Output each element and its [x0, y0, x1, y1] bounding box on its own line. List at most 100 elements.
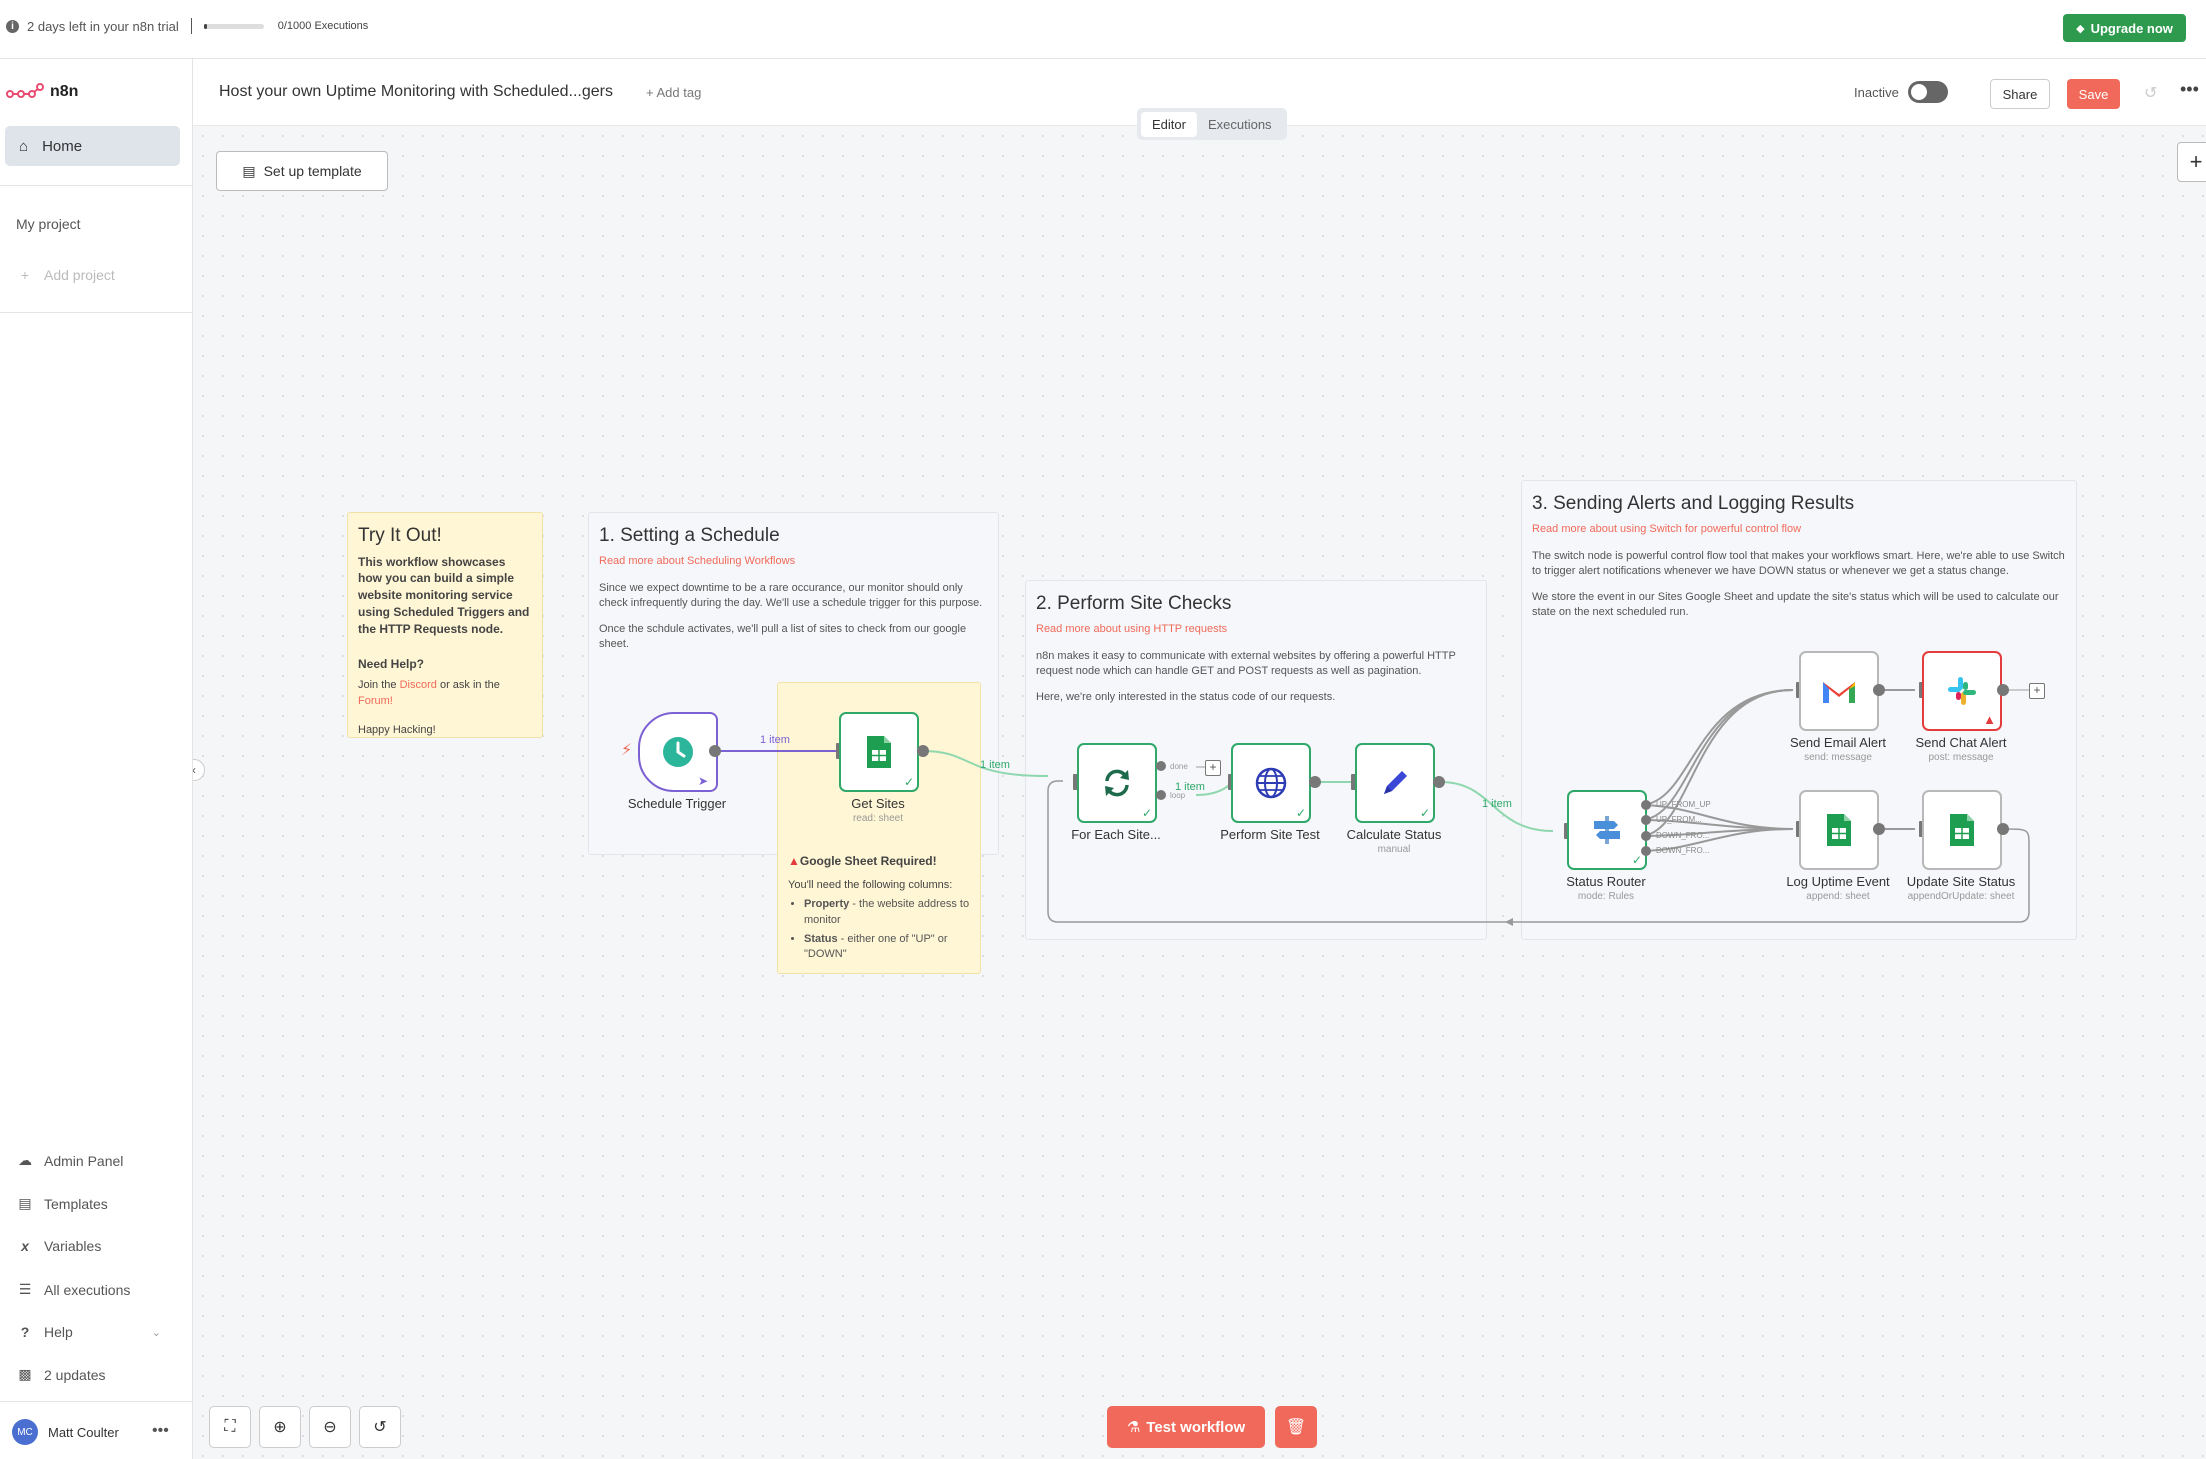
column-name: Property — [804, 898, 850, 911]
output-port[interactable] — [1873, 823, 1885, 835]
globe-icon — [1255, 767, 1287, 799]
add-node-plus-icon[interactable]: + — [2029, 683, 2045, 699]
edge-label-loop: loop — [1170, 791, 1186, 800]
output-port[interactable] — [1433, 776, 1445, 788]
node-label: Calculate Status — [1346, 827, 1442, 842]
edge-label: 1 item — [760, 734, 790, 746]
output-port[interactable] — [1997, 684, 2009, 696]
test-workflow-button[interactable]: ⚗ Test workflow — [1107, 1406, 1265, 1448]
output-port-loop[interactable] — [1156, 790, 1166, 800]
status-label: Inactive — [1854, 85, 1899, 100]
box-icon: ▤ — [242, 162, 256, 179]
node-status-router[interactable]: ✓ — [1567, 790, 1647, 870]
discord-link[interactable]: Discord — [399, 679, 437, 692]
edge-arrow — [1505, 918, 1513, 926]
sidebar-divider — [0, 1401, 192, 1402]
output-port[interactable] — [709, 745, 721, 757]
trial-info: i 2 days left in your n8n trial 0/1000 E… — [6, 18, 368, 34]
sidebar-item-help[interactable]: ? Help ⌄ — [16, 1324, 161, 1340]
sticky-note-try-it-out[interactable]: Try It Out! This workflow showcases how … — [347, 512, 543, 738]
tab-executions[interactable]: Executions — [1207, 116, 1272, 132]
zoom-out-icon[interactable]: ⊖ — [309, 1406, 351, 1448]
input-port — [1073, 774, 1078, 790]
divider — [190, 18, 192, 34]
more-options-icon[interactable]: ••• — [2180, 79, 2199, 99]
node-for-each-site[interactable]: ✓ — [1077, 743, 1157, 823]
upgrade-label: Upgrade now — [2090, 20, 2173, 36]
output-port-0[interactable] — [1641, 800, 1651, 810]
node-send-chat-alert[interactable]: ▲ — [1922, 651, 2002, 731]
gmail-icon — [1823, 682, 1855, 703]
workflow-canvas[interactable]: ▤ Set up template + ‹ Try It Out! This w… — [193, 126, 2206, 1459]
output-port-2[interactable] — [1641, 831, 1651, 841]
executions-progress — [203, 23, 264, 29]
reset-zoom-icon[interactable]: ↺ — [359, 1406, 401, 1448]
node-update-site-status[interactable] — [1922, 790, 2002, 870]
output-label: UP_FROM... — [1656, 815, 1702, 824]
output-port-1[interactable] — [1641, 815, 1651, 825]
sidebar-item-all-executions[interactable]: ☰ All executions — [16, 1281, 131, 1298]
node-subtitle: appendOrUpdate: sheet — [1907, 891, 2015, 902]
box-icon: ▤ — [18, 1195, 32, 1211]
success-check-icon: ✓ — [1295, 806, 1306, 820]
gem-icon: ◆ — [2076, 22, 2085, 35]
collapse-sidebar-icon[interactable]: ‹ — [193, 759, 205, 781]
zoom-in-icon[interactable]: ⊕ — [259, 1406, 301, 1448]
note-link[interactable]: Read more about using HTTP requests — [1036, 622, 1228, 635]
output-port[interactable] — [1997, 823, 2009, 835]
output-port-3[interactable] — [1641, 846, 1651, 856]
sidebar-item-templates[interactable]: ▤ Templates — [16, 1195, 107, 1212]
add-tag-button[interactable]: + Add tag — [646, 85, 702, 100]
sidebar-item-admin-panel[interactable]: ☁ Admin Panel — [16, 1152, 123, 1169]
add-project-button[interactable]: + Add project — [16, 267, 115, 283]
sidebar-item-my-project[interactable]: My project — [16, 216, 81, 232]
sidebar-item-label: Variables — [44, 1238, 102, 1254]
column-desc: - the website address to monitor — [804, 898, 970, 926]
setup-template-button[interactable]: ▤ Set up template — [216, 151, 388, 191]
add-node-button[interactable]: + — [2177, 142, 2206, 182]
history-icon[interactable]: ↺ — [2144, 85, 2158, 102]
input-port — [1796, 821, 1801, 837]
node-schedule-trigger[interactable]: ➤ — [638, 712, 718, 792]
user-more-icon[interactable]: ••• — [152, 1422, 169, 1439]
note-text: Since we expect downtime to be a rare oc… — [599, 581, 983, 610]
output-port-done[interactable] — [1156, 761, 1166, 771]
list-item: Property - the website address to monito… — [804, 897, 974, 928]
pencil-icon — [1384, 771, 1407, 794]
forum-link[interactable]: Forum! — [358, 694, 393, 707]
save-button[interactable]: Save — [2067, 79, 2120, 109]
list-item: Status - either one of "UP" or "DOWN" — [804, 932, 974, 963]
output-port[interactable] — [917, 745, 929, 757]
sidebar-item-variables[interactable]: x Variables — [16, 1238, 101, 1254]
fit-view-icon[interactable]: ⛶ — [209, 1406, 251, 1448]
node-perform-site-test[interactable]: ✓ — [1231, 743, 1311, 823]
node-subtitle: read: sheet — [852, 813, 904, 824]
add-node-plus-icon[interactable]: + — [1205, 760, 1221, 776]
upgrade-button[interactable]: ◆ Upgrade now — [2063, 14, 2186, 42]
app-name: n8n — [50, 83, 79, 100]
input-port — [1796, 682, 1801, 698]
note-link[interactable]: Read more about using Switch for powerfu… — [1532, 522, 1802, 535]
node-calculate-status[interactable]: ✓ — [1355, 743, 1435, 823]
note-text: You'll need the following columns: — [788, 878, 953, 891]
output-label: UP_FROM_UP — [1656, 800, 1711, 809]
note-link[interactable]: Read more about Scheduling Workflows — [599, 554, 796, 567]
share-button[interactable]: Share — [1990, 79, 2050, 109]
node-subtitle: mode: Rules — [1577, 891, 1635, 902]
google-sheets-icon — [1827, 814, 1851, 846]
user-menu[interactable]: MC Matt Coulter — [12, 1419, 119, 1445]
n8n-logo[interactable]: n8n — [6, 83, 78, 101]
node-send-email-alert[interactable] — [1799, 651, 1879, 731]
output-port[interactable] — [1873, 684, 1885, 696]
delete-executions-button[interactable]: 🗑 — [1275, 1406, 1317, 1448]
active-toggle[interactable] — [1908, 81, 1948, 103]
sidebar-item-home[interactable]: ⌂ Home — [5, 126, 180, 166]
workflow-title[interactable]: Host your own Uptime Monitoring with Sch… — [219, 83, 613, 100]
node-log-uptime-event[interactable] — [1799, 790, 1879, 870]
output-port[interactable] — [1309, 776, 1321, 788]
cloud-icon: ☁ — [18, 1152, 32, 1168]
column-desc: - either one of "UP" or "DOWN" — [804, 932, 948, 961]
sidebar-item-updates[interactable]: ▩ 2 updates — [16, 1366, 105, 1383]
node-get-sites[interactable]: ✓ — [839, 712, 919, 792]
tab-editor[interactable]: Editor — [1141, 111, 1197, 137]
